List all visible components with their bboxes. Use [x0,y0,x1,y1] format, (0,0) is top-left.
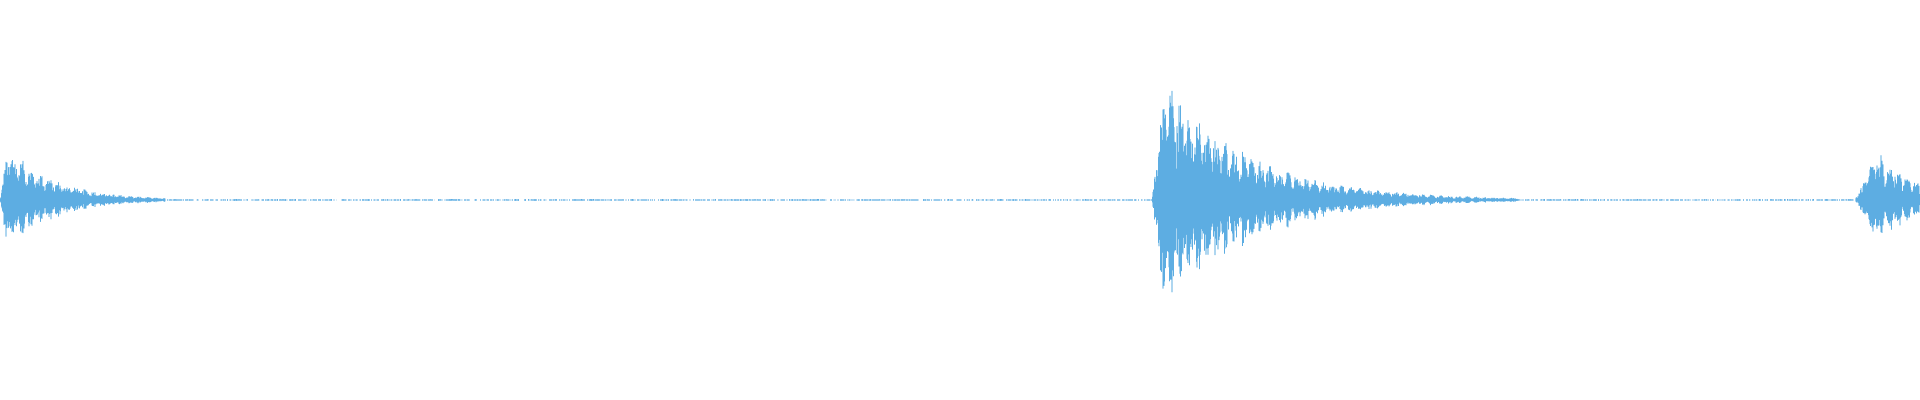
waveform-path [0,90,1920,293]
waveform-samples [0,90,1920,293]
